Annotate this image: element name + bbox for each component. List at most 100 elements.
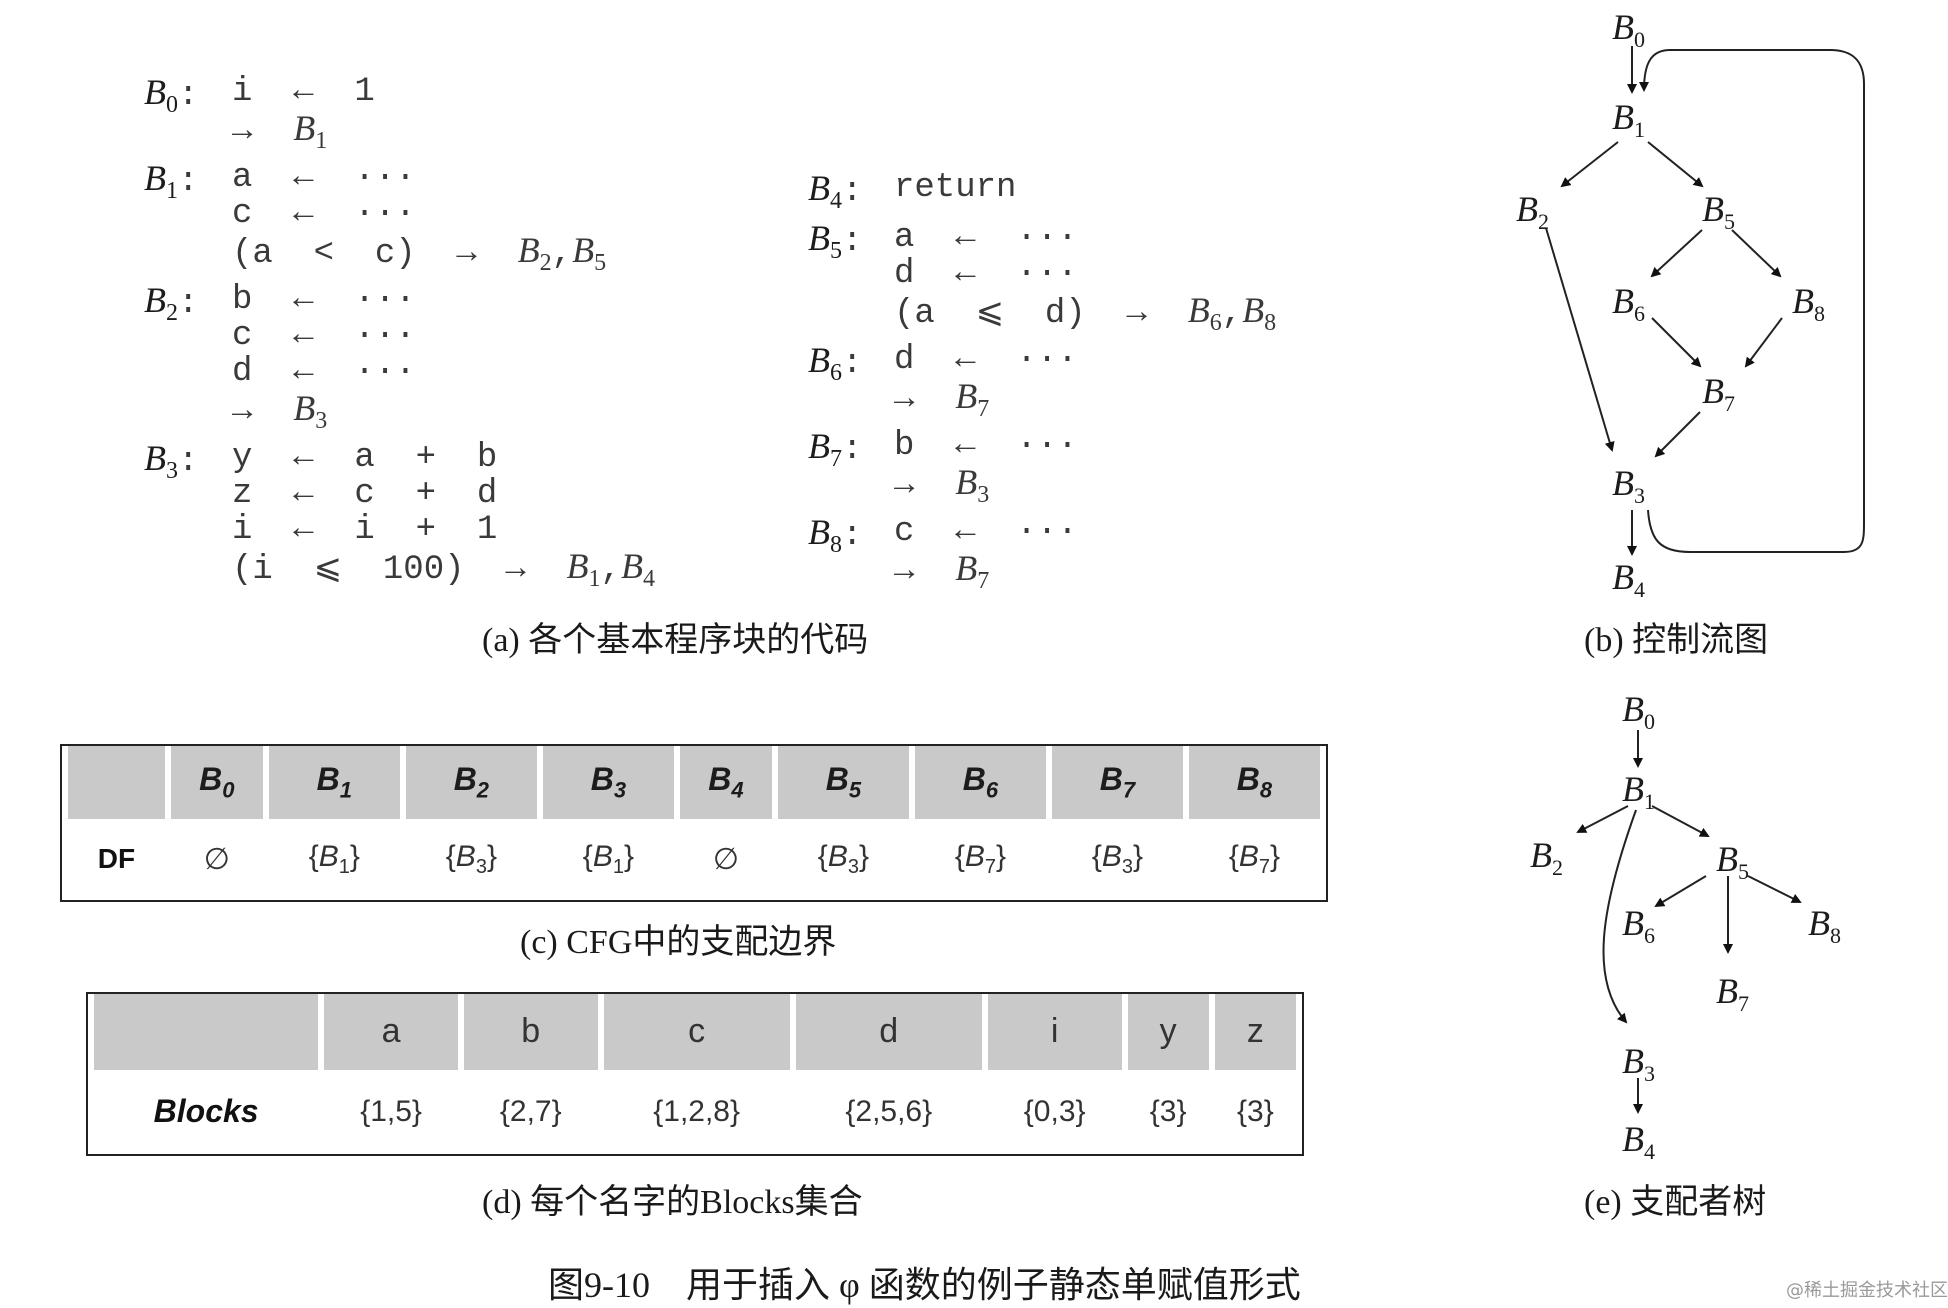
- dom-node-b7: B7: [1716, 971, 1749, 1017]
- dom-edge-b5-b6: [1654, 875, 1707, 908]
- dom-node-b8: B8: [1808, 903, 1841, 949]
- dom-edge-b1-b3: [1602, 809, 1637, 1024]
- code-line: d ← ···: [894, 255, 1078, 293]
- edge-b2-b3: [1545, 227, 1615, 452]
- edge-b5-b6: [1650, 229, 1703, 278]
- edge-b6-b7: [1651, 317, 1702, 368]
- code-block-label: B8:: [808, 512, 863, 559]
- table-value-cell: {1,2,8}: [653, 1094, 741, 1128]
- table-value-cell: ∅: [203, 842, 230, 876]
- table-value-cell: {2,7}: [499, 1094, 562, 1128]
- table-value-cell: {3}: [1149, 1094, 1187, 1128]
- code-block-label: B1:: [144, 158, 199, 205]
- code-line: z ← c + d: [232, 475, 498, 513]
- table-row-label: DF: [97, 843, 136, 875]
- edge-b5-b8: [1731, 229, 1782, 278]
- code-block-label: B5:: [808, 218, 863, 265]
- table-value-cell: {0,3}: [1023, 1094, 1086, 1128]
- code-block-label: B0:: [144, 72, 199, 119]
- table-value-cell: {3}: [1236, 1094, 1274, 1128]
- code-line: b ← ···: [232, 281, 416, 319]
- code-line: (a ⩽ d) → B6,B8: [894, 290, 1277, 337]
- table-value-cell: {2,5,6}: [845, 1094, 933, 1128]
- table-corner-cell: [68, 746, 165, 819]
- dom-edge-b1-b2: [1576, 805, 1629, 833]
- table-header-cell: B2: [405, 746, 537, 819]
- table-value-cell: {B1}: [308, 839, 360, 878]
- table-value-cell: {B3}: [817, 839, 869, 878]
- table-header-cell: z: [1214, 994, 1296, 1070]
- code-block-label: B4:: [808, 168, 863, 215]
- table-value-cell: {B7}: [1228, 839, 1281, 878]
- code-line: d ← ···: [894, 341, 1078, 379]
- code-line: → B7: [894, 548, 990, 595]
- table-header-cell: B4: [679, 746, 772, 819]
- table-header-cell: B5: [777, 746, 909, 819]
- code-line: b ← ···: [894, 427, 1078, 465]
- dominator-tree: [1576, 730, 1802, 1114]
- edge-b3-b1-loop: [1639, 49, 1865, 553]
- code-line: → B7: [894, 376, 990, 423]
- dom-node-b3: B3: [1622, 1041, 1655, 1087]
- table-header-cell: B0: [170, 746, 263, 819]
- cfg-node-b4: B4: [1612, 557, 1645, 603]
- code-line: i ← 1: [232, 73, 375, 111]
- table-corner-cell: [94, 994, 319, 1070]
- dom-edge-b1-b5: [1651, 805, 1710, 837]
- table-value-cell: {B3}: [1091, 839, 1144, 878]
- control-flow-graph: [1545, 46, 1865, 556]
- edge-b1-b2: [1560, 141, 1619, 188]
- table-value-cell: {B7}: [954, 839, 1007, 878]
- watermark: @稀土掘金技术社区: [1786, 1280, 1948, 1301]
- cfg-node-b0: B0: [1612, 7, 1645, 53]
- dom-node-b1: B1: [1622, 769, 1655, 815]
- code-panel: B0: i ← 1→ B1 B1: a ← ··· c ← ··· (a < c) → B…: [0, 0, 1300, 600]
- table-header-cell: B8: [1188, 746, 1320, 819]
- figure-caption: 图9-10 用于插入 φ 函数的例子静态单赋值形式: [548, 1265, 1301, 1305]
- table-header-cell: B1: [268, 746, 400, 819]
- dom-node-b0: B0: [1622, 689, 1655, 735]
- dom-edge-b5-b8: [1747, 875, 1802, 903]
- dom-node-b2: B2: [1530, 835, 1563, 881]
- code-block-label: B2:: [144, 280, 199, 327]
- table-header-cell: y: [1127, 994, 1209, 1070]
- caption-c: (c) CFG中的支配边界: [520, 924, 837, 961]
- cfg-node-b3: B3: [1612, 463, 1645, 509]
- dom-node-b4: B4: [1622, 1119, 1655, 1165]
- code-block-label: B3:: [144, 438, 199, 485]
- code-block-label: B6:: [808, 340, 863, 387]
- code-line: a ← ···: [894, 219, 1078, 257]
- table-header-cell: a: [324, 994, 458, 1070]
- code-line: (a < c) → B2,B5: [232, 230, 607, 277]
- code-line: → B3: [894, 462, 990, 509]
- code-line: c ← ···: [894, 513, 1078, 551]
- caption-e: (e) 支配者树: [1584, 1184, 1767, 1221]
- code-line: i ← i + 1: [232, 511, 498, 549]
- cfg-node-b7: B7: [1702, 371, 1735, 417]
- code-line: c ← ···: [232, 317, 416, 355]
- dom-node-b6: B6: [1622, 903, 1655, 949]
- table-header-cell: d: [795, 994, 982, 1070]
- table-header-cell: b: [463, 994, 598, 1070]
- cfg-node-b8: B8: [1792, 281, 1825, 327]
- code-line: → B1: [232, 108, 328, 155]
- caption-b: (b) 控制流图: [1584, 622, 1769, 659]
- caption-a: (a) 各个基本程序块的代码: [482, 622, 869, 659]
- code-block-label: B7:: [808, 426, 863, 473]
- table-value-cell: ∅: [712, 842, 739, 876]
- table-value-cell: {B1}: [582, 839, 634, 878]
- code-line: → B3: [232, 388, 328, 435]
- caption-d: (d) 每个名字的Blocks集合: [482, 1184, 863, 1221]
- cfg-node-b2: B2: [1516, 189, 1549, 235]
- cfg-node-b5: B5: [1702, 189, 1735, 235]
- table-header-cell: c: [603, 994, 790, 1070]
- table-header-cell: i: [987, 994, 1122, 1070]
- table-header-cell: B6: [914, 746, 1046, 819]
- table-value-cell: {B3}: [445, 839, 497, 878]
- table-header-cell: B7: [1051, 746, 1183, 819]
- code-line: y ← a + b: [232, 439, 498, 477]
- edge-b8-b7: [1744, 317, 1783, 368]
- cfg-node-b6: B6: [1612, 281, 1645, 327]
- cfg-node-b1: B1: [1612, 97, 1645, 143]
